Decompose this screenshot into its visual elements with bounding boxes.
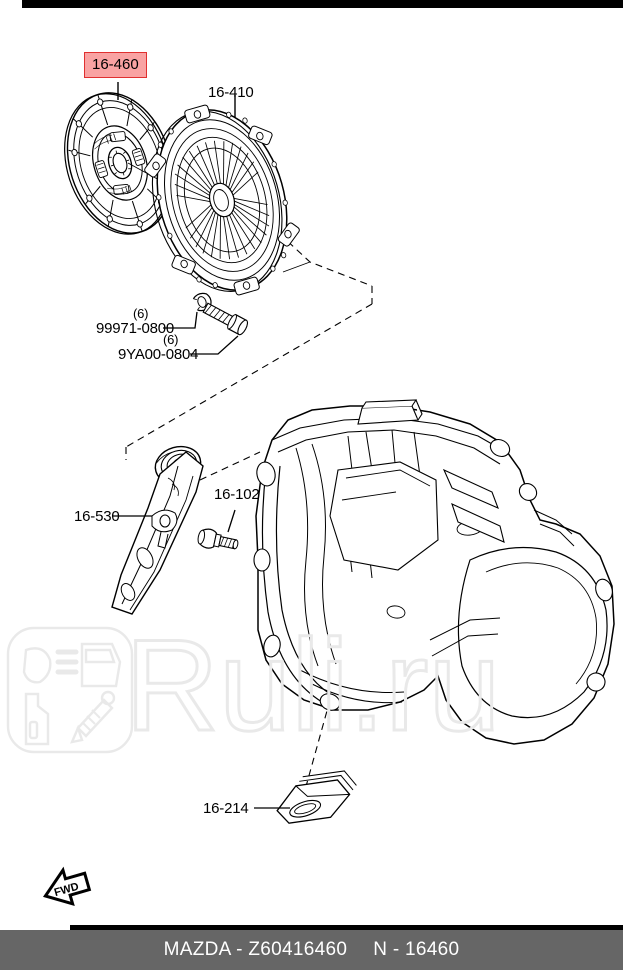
top-black-bar bbox=[22, 0, 623, 8]
callout-label-99971-0800: 99971-0800 bbox=[96, 320, 175, 337]
release-fork-16-530 bbox=[111, 445, 204, 615]
callout-label-16-410: 16-410 bbox=[208, 84, 254, 101]
callout-qty-99971-0800: (6) bbox=[133, 306, 149, 321]
callout-label-9YA00-0804: 9YA00-0804 bbox=[118, 346, 199, 363]
footer-brand-part-number: MAZDA - Z60416460 bbox=[163, 939, 348, 960]
leader-9YA00-0804 bbox=[190, 335, 239, 355]
footer-bar: MAZDA - Z60416460 N - 16460 bbox=[0, 930, 623, 970]
callout-label-16-214: 16-214 bbox=[203, 800, 249, 817]
boot-16-214 bbox=[254, 770, 357, 824]
footer-content: MAZDA - Z60416460 N - 16460 bbox=[164, 939, 460, 961]
pressure-plate-16-410 bbox=[144, 104, 311, 296]
callout-label-16-530: 16-530 bbox=[74, 508, 120, 525]
fwd-direction-arrow: FWD bbox=[42, 866, 92, 906]
callout-qty-9YA00-0804: (6) bbox=[163, 332, 179, 347]
pivot-bolt-16-102 bbox=[197, 509, 239, 550]
footer-diagram-code: N - 16460 bbox=[373, 939, 460, 960]
bolt-9YA00-0804 bbox=[190, 302, 249, 355]
leader-99971-0800 bbox=[163, 311, 198, 329]
clutch-disc-16-460 bbox=[64, 92, 197, 235]
callout-label-16-102: 16-102 bbox=[214, 486, 260, 503]
leader-16-102 bbox=[227, 509, 236, 533]
footer-top-black-edge bbox=[70, 925, 623, 931]
callout-label-16-460: 16-460 bbox=[84, 52, 147, 78]
transmission-housing bbox=[253, 399, 615, 745]
